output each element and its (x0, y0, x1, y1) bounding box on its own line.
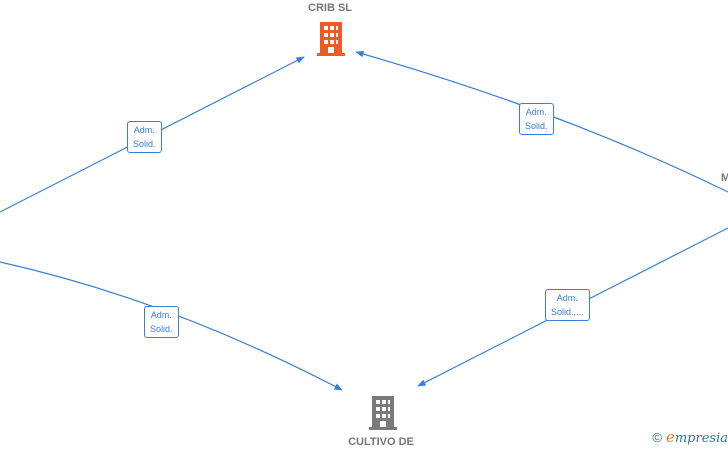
brand-e-letter: e (665, 428, 675, 446)
node-label-cultivo[interactable]: CULTIVO DE (348, 436, 414, 448)
edge-label-left-cultivo: Adm. Solid. (144, 306, 179, 338)
edge-label-line: Adm. (556, 293, 578, 303)
edge-label-line: Adm. (133, 125, 155, 135)
edge-label-line: Solid. (150, 324, 173, 334)
brand-name: mpresia (674, 431, 728, 446)
edge-label-line: Solid. (525, 121, 548, 131)
edge-label-left-crib: Adm. Solid. (127, 121, 162, 153)
edge-label-line: Solid.,... (551, 307, 584, 317)
edge-label-right-cultivo: Adm. Solid.,... (545, 289, 590, 321)
edge-label-line: Solid. (133, 139, 156, 149)
edge-label-right-crib: Adm. Solid. (519, 103, 554, 135)
edge-label-line: Adm. (525, 107, 547, 117)
node-label-crib[interactable]: CRIB SL (308, 2, 352, 14)
node-label-right-partial[interactable]: M (721, 172, 728, 184)
empresia-logo[interactable]: ©empresia (652, 428, 728, 446)
edge-label-line: Adm. (150, 310, 172, 320)
copyright-symbol: © (652, 430, 662, 445)
building-icon-cultivo[interactable] (369, 396, 397, 430)
building-icon-crib[interactable] (317, 22, 345, 56)
